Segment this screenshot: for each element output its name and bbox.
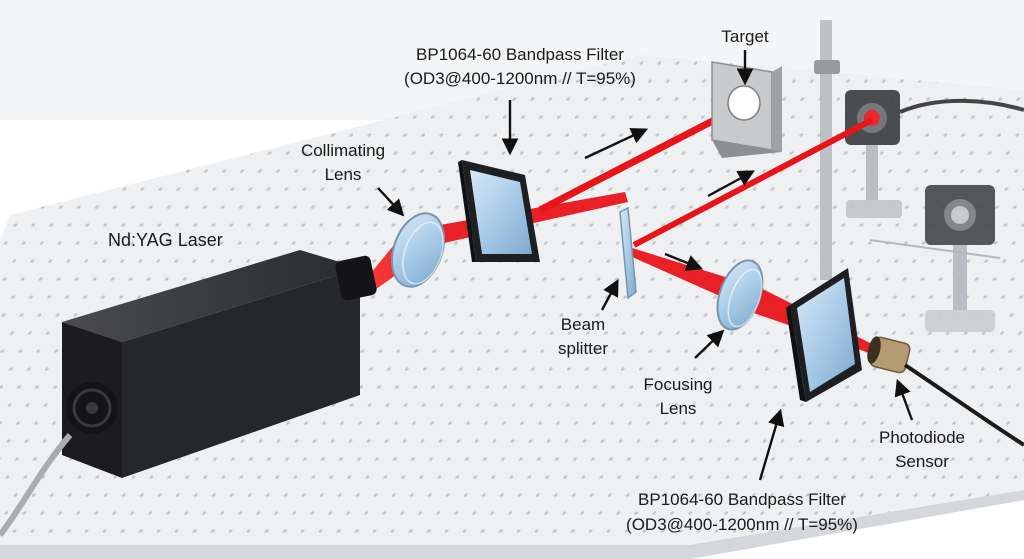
- label-filter1-line2: (OD3@400-1200nm // T=95%): [404, 69, 636, 88]
- arrow-collimating-lens: [377, 187, 405, 217]
- nd-yag-laser: [0, 250, 377, 537]
- photodiode-sensor: [867, 336, 1024, 447]
- beam-to-focusing-lens: [630, 248, 740, 305]
- labels: Nd:YAG Laser Collimating Lens BP1064-60 …: [108, 27, 965, 534]
- arrow-beam-splitter: [600, 279, 619, 311]
- label-beam-splitter-line1: Beam: [561, 315, 605, 334]
- label-focusing-line2: Lens: [660, 399, 697, 418]
- laser-aperture: [335, 255, 377, 301]
- focusing-lens: [716, 259, 764, 331]
- bandpass-filter-1: [458, 160, 540, 262]
- label-photodiode-line1: Photodiode: [879, 428, 965, 447]
- label-target: Target: [721, 27, 769, 46]
- label-collimating-line1: Collimating: [301, 141, 385, 160]
- label-filter1-line1: BP1064-60 Bandpass Filter: [416, 45, 624, 64]
- optical-table: [0, 55, 1024, 559]
- arrow-focusing-lens: [694, 329, 725, 359]
- label-filter2-line1: BP1064-60 Bandpass Filter: [638, 490, 846, 509]
- beam-to-target: [538, 108, 732, 214]
- direction-arrow-1: [584, 128, 649, 160]
- beam-splitter: [619, 206, 637, 300]
- pointer-arrows: [377, 50, 914, 481]
- label-filter2-line2: (OD3@400-1200nm // T=95%): [626, 515, 858, 534]
- direction-arrow-3: [664, 252, 704, 271]
- arrow-photodiode: [894, 378, 914, 421]
- label-laser: Nd:YAG Laser: [108, 230, 223, 250]
- background-mounts: [814, 20, 1024, 332]
- label-focusing-line1: Focusing: [644, 375, 713, 394]
- target: [711, 61, 782, 158]
- label-photodiode-line2: Sensor: [895, 452, 949, 471]
- bandpass-filter-2: [786, 268, 862, 402]
- direction-arrow-2: [707, 170, 755, 198]
- label-beam-splitter-line2: splitter: [558, 339, 608, 358]
- collimating-lens: [390, 212, 446, 288]
- laser-cable: [0, 433, 73, 537]
- sensor-cable: [903, 363, 1024, 447]
- arrow-filter-2: [758, 408, 785, 481]
- label-collimating-line2: Lens: [325, 165, 362, 184]
